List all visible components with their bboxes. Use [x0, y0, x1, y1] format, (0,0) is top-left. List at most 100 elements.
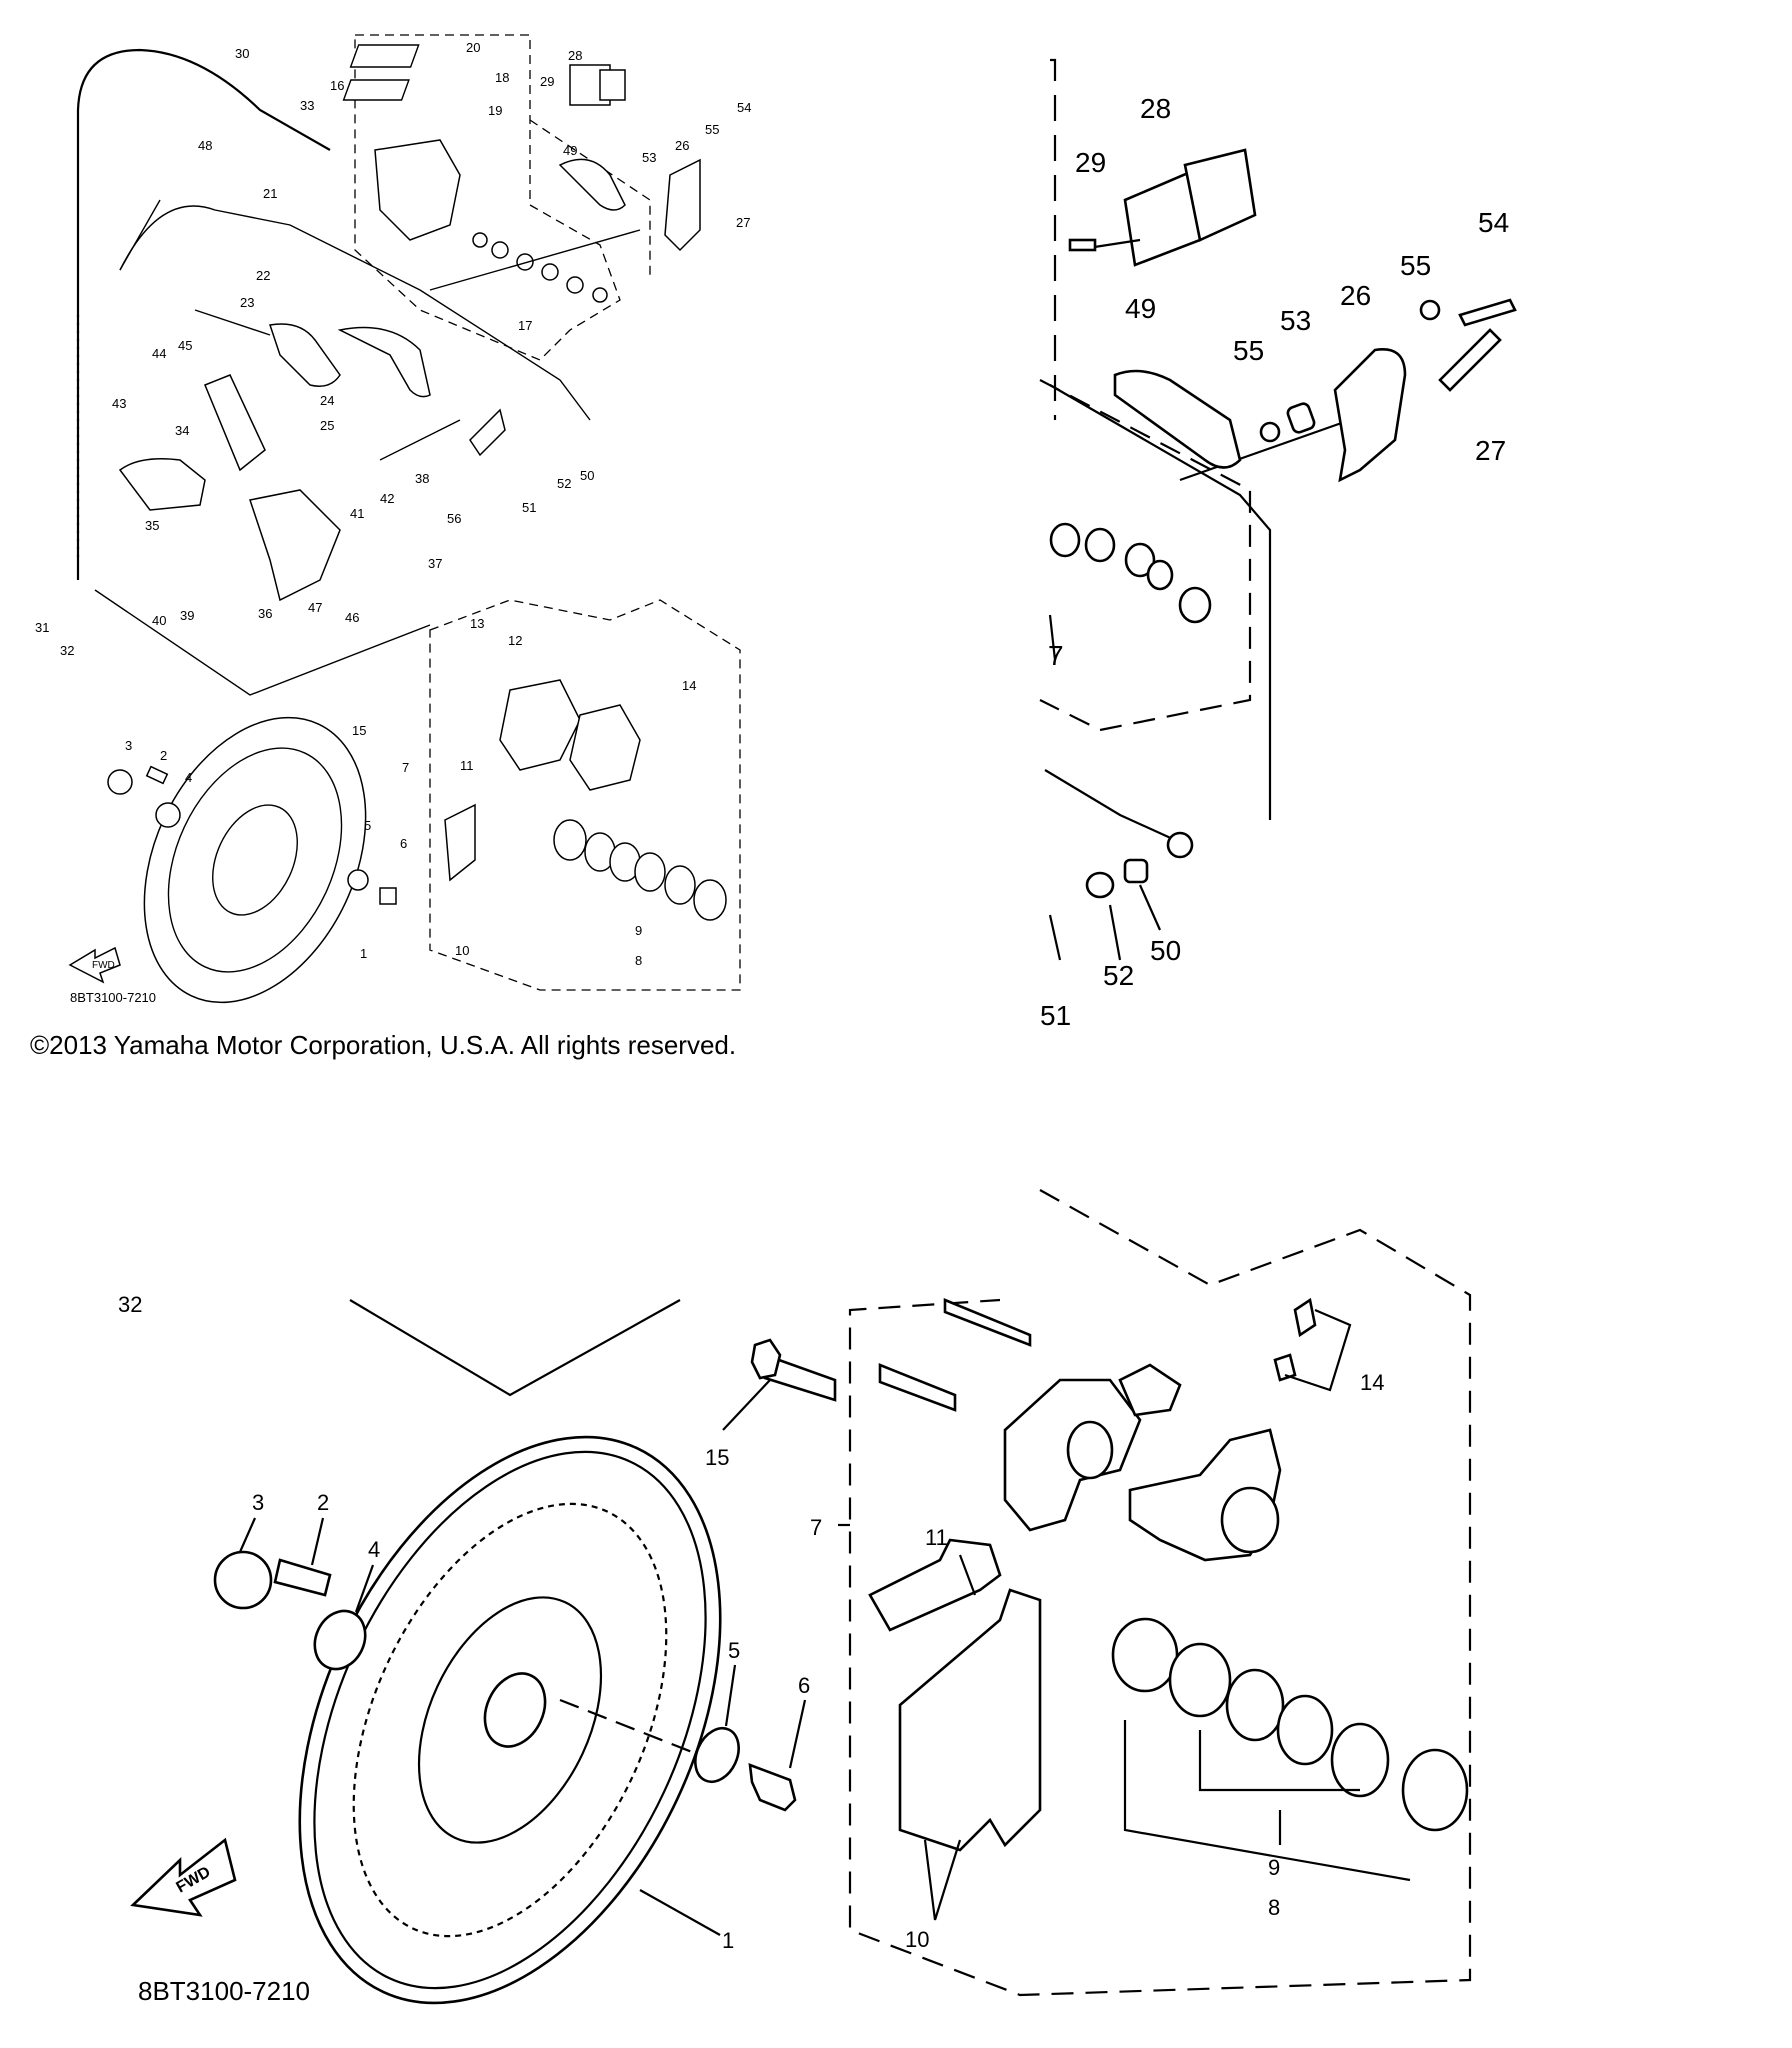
- zoom-callout-7: 7: [1048, 640, 1064, 671]
- callout-13: 13: [470, 616, 484, 631]
- callout-14: 14: [682, 678, 696, 693]
- zoom-callout-14: 14: [1360, 1370, 1384, 1395]
- zoom-callout-26: 26: [1340, 280, 1371, 311]
- zoom-tr-dashed: [1039, 379, 1252, 732]
- zoom-b-caliper-box: [848, 1189, 1472, 1997]
- zoom-callout-32: 32: [118, 1292, 142, 1317]
- zoom-14-bracket: [1284, 1308, 1352, 1392]
- zoom-cable-end: [1044, 769, 1176, 842]
- callout-44: 44: [152, 346, 166, 361]
- zoom-arm-49: [1113, 369, 1242, 469]
- bolt-6: [379, 887, 397, 905]
- disc-1-inner: [167, 747, 343, 973]
- callout-36: 36: [258, 606, 272, 621]
- zoom-bolt-15-head: [750, 1338, 782, 1380]
- zoom-switch-28-boot: [1183, 148, 1257, 242]
- zoom-callout-11: 11: [925, 1525, 948, 1550]
- caliper-box: [429, 599, 741, 991]
- zoom-washer-5: [694, 1726, 740, 1784]
- callout-43: 43: [112, 396, 126, 411]
- pedal-35: [118, 458, 206, 511]
- zoom-callout-9: 9: [1268, 1855, 1280, 1880]
- callout-51: 51: [522, 500, 536, 515]
- callout-45: 45: [178, 338, 192, 353]
- zoom-tr-border: [1050, 58, 1057, 420]
- callout-28: 28: [568, 48, 582, 63]
- overview-diagram: FWD 8BT3100-7210 1 2 3 4 5 6 7 8 9 10 11…: [35, 34, 751, 1005]
- arm-49: [558, 158, 626, 211]
- zoom-tr-line-2: [1179, 418, 1351, 482]
- zoom-bolt-12: [878, 1363, 957, 1412]
- callout-4: 4: [185, 770, 192, 785]
- zoom-b-link-line: [349, 1299, 681, 1397]
- zoom-50-line: [1138, 884, 1162, 931]
- callout-3: 3: [125, 738, 132, 753]
- zoom-piston-kit: [1049, 522, 1212, 624]
- caliper-body: [569, 704, 641, 791]
- zoom-washer-52: [1085, 871, 1115, 899]
- link-line-1: [94, 589, 431, 696]
- zoom-callout-7: 7: [810, 1515, 822, 1540]
- zoom-bracket-tab: [1118, 1363, 1182, 1417]
- callout-30: 30: [235, 46, 249, 61]
- callout-6: 6: [400, 836, 407, 851]
- callout-34: 34: [175, 423, 189, 438]
- zoom-pads-10: [898, 1588, 1042, 1852]
- callout-18: 18: [495, 70, 509, 85]
- zoom-collar-53: [1286, 402, 1316, 434]
- callout-53: 53: [642, 150, 656, 165]
- zoom-callout-2: 2: [317, 1490, 329, 1515]
- zoom-b-callouts: 32 14 15 7 11 3 2 4 5 6 10 9 8 1: [118, 1292, 1384, 1953]
- zoom-key-2: [273, 1558, 332, 1597]
- callout-46: 46: [345, 610, 359, 625]
- zoom-disc-1-center: [483, 1672, 547, 1748]
- zoom-callout-27: 27: [1475, 435, 1506, 466]
- zoom-screw-29: [1068, 238, 1097, 252]
- zoom-3-leader: [238, 1517, 257, 1553]
- callout-50: 50: [580, 468, 594, 483]
- callout-31: 31: [35, 620, 49, 635]
- zoom-callout-49: 49: [1125, 293, 1156, 324]
- callout-41: 41: [350, 506, 364, 521]
- callout-17: 17: [518, 318, 532, 333]
- circlip-3: [107, 769, 133, 795]
- callout-16: 16: [330, 78, 344, 93]
- callout-8: 8: [635, 953, 642, 968]
- zoom-tr-line: [1049, 384, 1272, 820]
- zoom-callout-4: 4: [368, 1537, 380, 1562]
- zoom-bolt-54: [1458, 298, 1517, 327]
- callout-21: 21: [263, 186, 277, 201]
- callout-37: 37: [428, 556, 442, 571]
- callout-29: 29: [540, 74, 554, 89]
- zoom-washer-55a: [1259, 421, 1281, 443]
- callout-48: 48: [198, 138, 212, 153]
- callout-32: 32: [60, 643, 74, 658]
- callout-11: 11: [460, 758, 474, 773]
- cable-30: [76, 48, 331, 320]
- cap-18: [349, 44, 420, 68]
- callout-38: 38: [415, 471, 429, 486]
- zoom-callout-8: 8: [1268, 1895, 1280, 1920]
- pad-10: [444, 803, 476, 882]
- zoom-washer-55b: [1419, 299, 1441, 321]
- callout-19: 19: [488, 103, 502, 118]
- callout-2: 2: [160, 748, 167, 763]
- zoom-callout-54: 54: [1478, 207, 1509, 238]
- fwd-label-small: FWD: [92, 960, 115, 971]
- part-56: [469, 408, 506, 457]
- callout-20: 20: [466, 40, 480, 55]
- zoom-callout-15: 15: [705, 1445, 729, 1470]
- zoom-callout-6: 6: [798, 1673, 810, 1698]
- zoom-circlip-3: [213, 1550, 273, 1610]
- zoom-callout-52: 52: [1103, 960, 1134, 991]
- cable-48-end: [119, 199, 161, 271]
- fwd-arrow-large: [130, 1837, 237, 1917]
- zoom-callout-51: 51: [1040, 1000, 1071, 1031]
- zoom-callout-55a: 55: [1400, 250, 1431, 281]
- zoom-callout-50: 50: [1150, 935, 1181, 966]
- callout-54: 54: [737, 100, 751, 115]
- caliper-bracket: [499, 679, 581, 771]
- zoom-disc-1-holes: [352, 1502, 668, 1938]
- zoom-shim-11: [868, 1538, 1002, 1632]
- part-23: [269, 323, 341, 387]
